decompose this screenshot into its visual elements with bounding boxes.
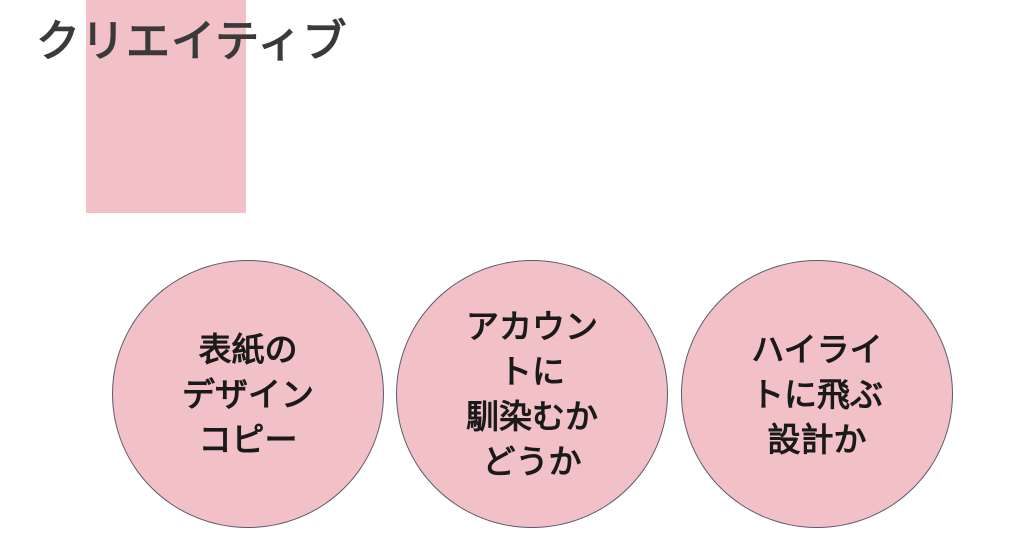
circle-label-line: 馴染むか [466, 397, 598, 436]
accent-rectangle [86, 0, 246, 213]
circle-label-line: ハイライ [751, 329, 883, 369]
circle-label-line: コピー [198, 419, 298, 459]
circle-label: 表紙の デザイン コピー [182, 327, 314, 462]
circle-label-line: 設計か [767, 419, 867, 459]
circle-account-fit: アカウン トに 馴染むか どうか [396, 260, 668, 528]
circle-label-line: どうか [482, 442, 582, 481]
circle-label-line: 表紙の [198, 329, 298, 369]
circle-label-line: トに [499, 352, 565, 391]
circle-label: アカウン トに 馴染むか どうか [466, 304, 598, 484]
circle-highlight-design: ハイライ トに飛ぶ 設計か [681, 260, 953, 528]
circle-label-line: デザイン [182, 374, 314, 414]
circle-label-line: アカウン [466, 307, 598, 346]
circle-cover-design: 表紙の デザイン コピー [112, 260, 384, 528]
circle-label: ハイライ トに飛ぶ 設計か [751, 327, 883, 462]
slide-title: クリエイティブ [36, 16, 348, 67]
circle-label-line: トに飛ぶ [751, 374, 883, 414]
